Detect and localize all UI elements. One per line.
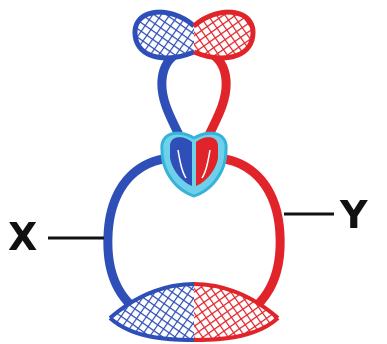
label-x: X [8, 215, 37, 259]
heart-icon [162, 133, 226, 196]
label-y: Y [339, 193, 368, 237]
lung-capillary-bed [135, 12, 253, 58]
body-capillary-bed [110, 284, 278, 340]
